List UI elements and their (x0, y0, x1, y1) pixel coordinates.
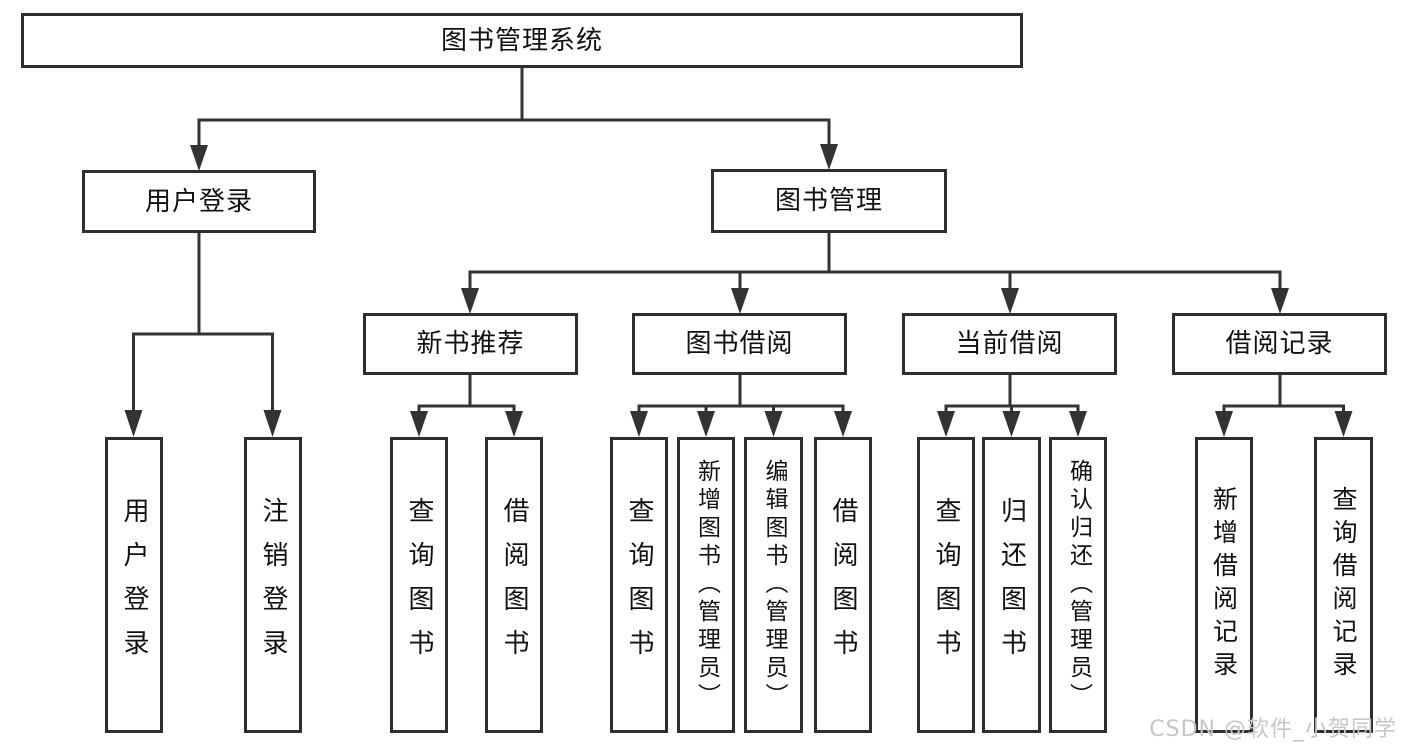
node-label: 新增图书（管理员） (693, 459, 720, 711)
node-label: 用户登录 (119, 497, 149, 673)
node-borrow-records: 借阅记录 (1172, 313, 1387, 375)
node-label: 用户登录 (144, 186, 253, 217)
node-label: 当前借阅 (955, 329, 1064, 359)
node-label: 归还图书 (996, 497, 1027, 673)
node-system-root: 图书管理系统 (21, 13, 1023, 68)
leaf-confirm-return-admin: 确认归还（管理员） (1049, 437, 1107, 733)
leaf-edit-books-admin: 编辑图书（管理员） (744, 437, 803, 733)
node-label: 借阅图书 (828, 497, 858, 673)
node-label: 确认归还（管理员） (1065, 459, 1092, 711)
leaf-query-borrow-record: 查询借阅记录 (1314, 437, 1373, 733)
node-label: 查询图书 (624, 497, 654, 673)
node-label: 图书借阅 (685, 329, 794, 359)
leaf-query-books-current: 查询图书 (917, 437, 975, 733)
leaf-add-borrow-record: 新增借阅记录 (1195, 437, 1253, 733)
node-book-borrowing: 图书借阅 (632, 313, 847, 375)
node-label: 新书推荐 (416, 329, 525, 359)
node-label: 编辑图书（管理员） (761, 459, 787, 711)
branch-user-login: 用户登录 (82, 170, 316, 233)
node-label: 查询图书 (931, 497, 961, 673)
leaf-borrow-books: 借阅图书 (814, 437, 872, 733)
node-new-book-recommendation: 新书推荐 (363, 313, 578, 375)
leaf-query-books-borrowing: 查询图书 (610, 437, 668, 733)
node-label: 注销登录 (258, 497, 288, 673)
node-label: 借阅记录 (1225, 329, 1334, 359)
leaf-add-books-admin: 新增图书（管理员） (677, 437, 735, 733)
leaf-query-books-recommend: 查询图书 (390, 437, 448, 733)
node-label: 查询借阅记录 (1329, 486, 1358, 684)
leaf-logout: 注销登录 (244, 437, 302, 733)
node-label: 图书管理 (774, 186, 883, 216)
node-label: 新增借阅记录 (1209, 486, 1239, 684)
leaf-borrow-books-recommend: 借阅图书 (485, 437, 543, 733)
csdn-watermark: CSDN @软件_小贺同学 (1149, 717, 1397, 742)
leaf-user-login: 用户登录 (105, 437, 163, 733)
node-current-borrowing: 当前借阅 (902, 313, 1117, 375)
node-label: 查询图书 (404, 497, 434, 673)
node-label: 图书管理系统 (440, 25, 603, 56)
node-label: 借阅图书 (499, 497, 529, 673)
leaf-return-books: 归还图书 (982, 437, 1041, 733)
branch-book-management: 图书管理 (711, 169, 947, 233)
